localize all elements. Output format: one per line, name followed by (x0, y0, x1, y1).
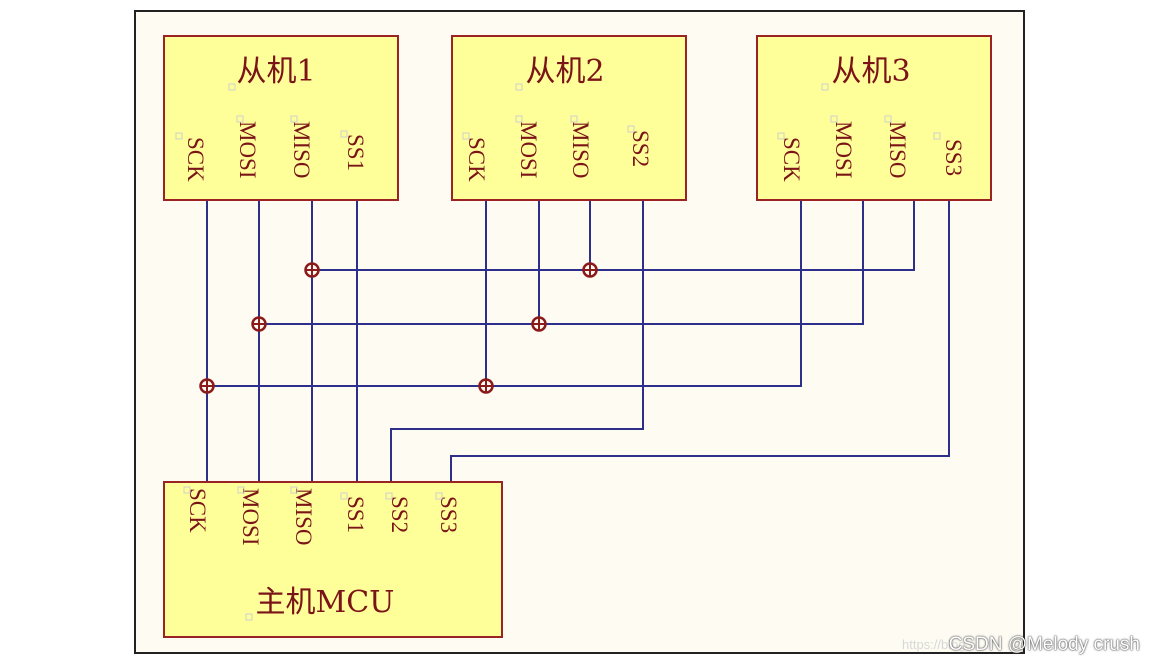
wire-ss3 (450, 200, 950, 482)
master-pin-ss1: SS1 (343, 496, 368, 533)
junction-miso-2 (582, 262, 598, 278)
wire-mosi-bus (259, 200, 864, 325)
master-pin-ss2: SS2 (387, 496, 412, 533)
master-box: 主机MCU SCK MOSI MISO SS1 SS2 SS3 (163, 481, 503, 638)
watermark: CSDN @Melody crush (948, 634, 1140, 655)
wire-ss2 (390, 200, 644, 482)
junction-sck-2 (478, 378, 494, 394)
slave-2-title: 从机2 (525, 54, 604, 89)
slave-3-title: 从机3 (831, 54, 910, 89)
slave-2-pin-mosi: MOSI (516, 121, 541, 179)
slave-box-1: 从机1 SCK MOSI MISO SS1 (163, 35, 399, 201)
master-pin-mosi: MOSI (238, 488, 263, 546)
slave-2-pin-miso: MISO (568, 121, 593, 179)
slave-1-pin-ss1: SS1 (343, 134, 368, 171)
slave-1-pin-sck: SCK (183, 137, 208, 182)
junctions (199, 262, 598, 394)
master-title: 主机MCU (256, 585, 395, 620)
slave-1-title: 从机1 (236, 54, 315, 89)
slave-box-3: 从机3 SCK MOSI MISO SS3 (756, 35, 992, 201)
slave-2-pin-ss2: SS2 (628, 130, 653, 167)
slave-box-2: 从机2 SCK MOSI MISO SS2 (451, 35, 687, 201)
watermark-url: https://blog (902, 637, 966, 652)
slave-1-pin-mosi: MOSI (235, 121, 260, 179)
wire-sck-bus (207, 200, 802, 387)
slave-3-pin-miso: MISO (885, 121, 910, 179)
master-pin-sck: SCK (185, 488, 210, 533)
master-pin-ss3: SS3 (436, 496, 461, 533)
wire-miso-bus (312, 200, 915, 271)
slave-1-pin-miso: MISO (289, 121, 314, 179)
junction-miso-1 (304, 262, 320, 278)
junction-sck-1 (199, 378, 215, 394)
master-pin-miso: MISO (291, 488, 316, 546)
slave-2-pin-sck: SCK (464, 137, 489, 182)
grid-markers (175, 83, 941, 621)
slave-3-pin-sck: SCK (779, 137, 804, 182)
slave-3-pin-mosi: MOSI (831, 121, 856, 179)
wires (206, 200, 950, 482)
junction-mosi-1 (251, 316, 267, 332)
slave-3-pin-ss3: SS3 (941, 139, 966, 176)
junction-mosi-2 (531, 316, 547, 332)
